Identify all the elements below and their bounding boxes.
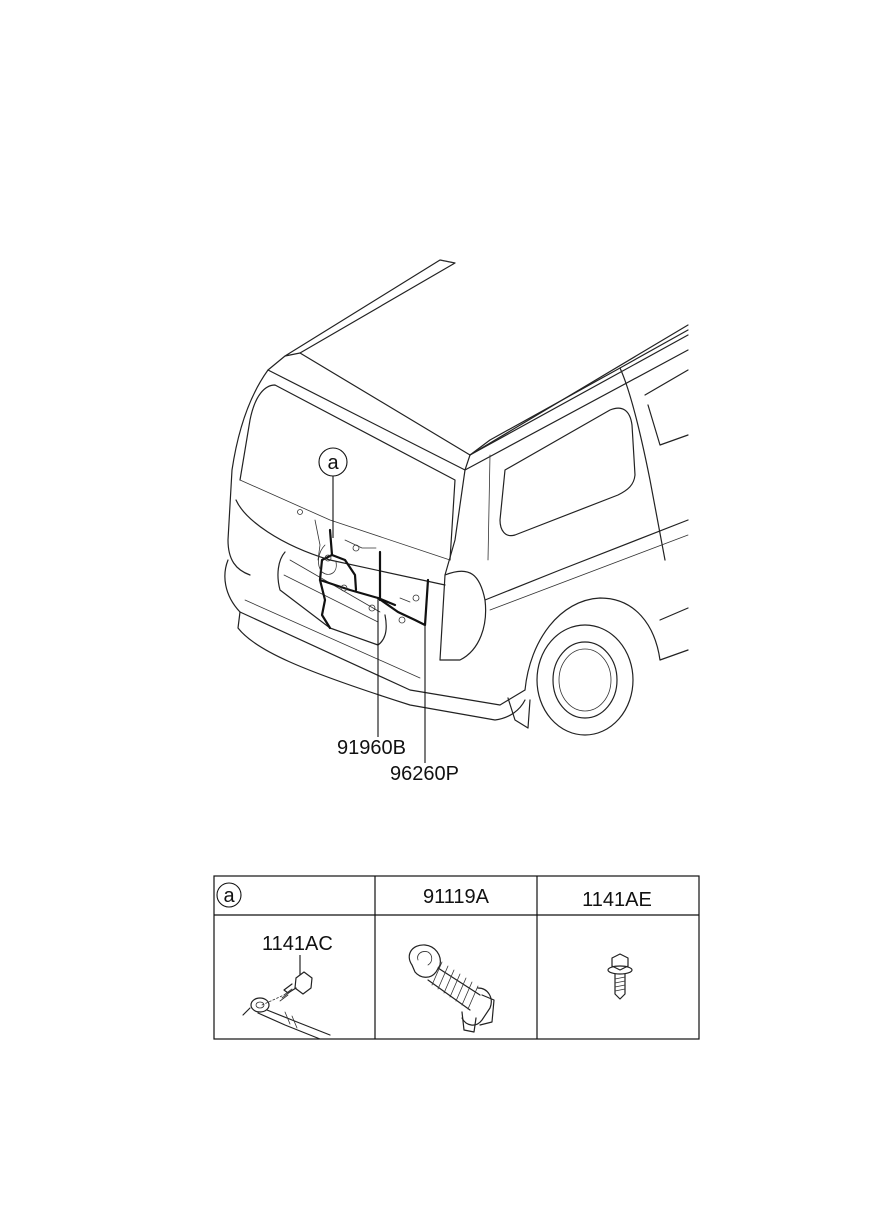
table-header-1141ae: 1141AE	[582, 889, 652, 911]
tailgate-wiring-harness	[297, 509, 430, 630]
vehicle-rear-view	[224, 259, 689, 736]
callout-96260p: 96260P	[390, 625, 459, 785]
flange-bolt-1141ae-illustration	[607, 953, 633, 1000]
table-marker-a: a	[223, 885, 235, 907]
table-cell-1141ac: 1141AC	[262, 933, 333, 955]
callout-91960b: 91960B	[337, 598, 406, 759]
part-number-91960b: 91960B	[337, 737, 406, 759]
ground-bolt-illustration: 1141AC	[242, 933, 333, 1040]
callout-marker-a: a	[318, 447, 348, 538]
marker-a-label: a	[327, 452, 339, 474]
table-header-91119a: 91119A	[423, 886, 490, 908]
part-number-96260p: 96260P	[390, 763, 459, 785]
parts-table: a 91119A 1141AE 1141AC	[213, 875, 700, 1040]
grommet-91119a-illustration	[408, 944, 495, 1033]
